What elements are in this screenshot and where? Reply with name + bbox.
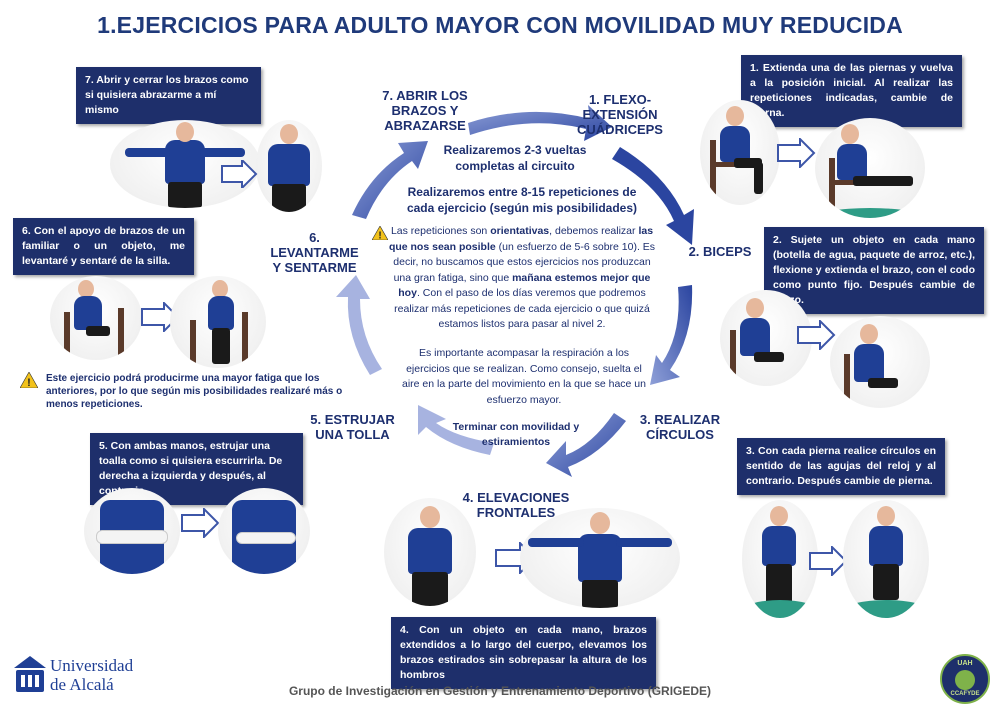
- instruction-box-2: 2. Sujete un objeto en cada mano (botell…: [764, 227, 984, 314]
- university-crest-icon: [12, 656, 48, 696]
- arrow-1-to-2: [612, 147, 694, 245]
- step-2-label: 2. BICEPS: [688, 244, 752, 259]
- orientation-paragraph: Las repeticiones son orientativas, debem…: [388, 225, 656, 330]
- reps-text: Realizaremos entre 8-15 repeticiones de …: [406, 185, 638, 215]
- photo-step-3-circle: [843, 500, 929, 618]
- step-5-label: 5. ESTRUJAR UNA TOLLA: [310, 412, 395, 442]
- page-title: 1.EJERCICIOS PARA ADULTO MAYOR CON MOVIL…: [97, 12, 903, 38]
- arrow-5-to-6: [336, 275, 382, 375]
- arrow-4-to-5: [418, 405, 494, 455]
- step-4-label: 4. ELEVACIONES FRONTALES: [462, 490, 570, 520]
- photo-step-3-start: [742, 500, 818, 618]
- arrow-2-to-3: [650, 285, 693, 385]
- step-1-label: 1. FLEXO- EXTENSIÓN CUÁDRICEPS: [577, 92, 663, 137]
- photo-step-6-stand: [170, 276, 266, 368]
- photo-step-2-up: [830, 316, 930, 408]
- chevron-arrow-icon: [797, 320, 836, 350]
- photo-step-1-extend: [815, 118, 925, 218]
- svg-text:!: !: [378, 231, 381, 241]
- photo-step-1-sitting: [700, 100, 780, 205]
- step-6-label: 6. LEVANTARME Y SENTARME: [270, 230, 359, 275]
- photo-step-7-open: [110, 120, 260, 208]
- warning-icon: !: [19, 371, 39, 393]
- rounds-text: Realizaremos 2-3 vueltas completas al ci…: [443, 143, 587, 173]
- step-7-label: 7. ABRIR LOS BRAZOS Y ABRAZARSE: [382, 88, 468, 133]
- instruction-box-4: 4. Con un objeto en cada mano, brazos ex…: [391, 617, 656, 689]
- photo-step-7-hug: [256, 120, 322, 212]
- arrow-3-to-4: [546, 413, 626, 477]
- instruction-box-1: 1. Extienda una de las piernas y vuelva …: [741, 55, 962, 127]
- photo-step-4-down: [384, 498, 476, 606]
- warning-icon: !: [371, 225, 392, 245]
- arrow-6-to-7: [352, 141, 428, 219]
- footer-credit: Grupo de Investigación en Gestión y Entr…: [288, 684, 712, 698]
- arrow-7-to-1: [468, 105, 612, 141]
- photo-step-4-up: [520, 508, 680, 608]
- photo-step-5-twist: [218, 488, 310, 574]
- circuit-arrows: [336, 105, 694, 477]
- chevron-arrow-icon: [777, 138, 816, 168]
- chevron-arrow-icon: [809, 546, 848, 576]
- ccafyde-badge: UAH CCAFYDE: [940, 654, 990, 704]
- photo-step-5-start: [84, 488, 180, 574]
- university-logo: Universidad de Alcalá: [50, 656, 134, 694]
- instruction-box-6: 6. Con el apoyo de brazos de un familiar…: [13, 218, 194, 275]
- photo-step-2-down: [720, 290, 812, 386]
- breathing-paragraph: Es importante acompasar la respiración a…: [402, 347, 646, 406]
- photo-step-6-sit: [50, 276, 142, 360]
- instruction-box-3: 3. Con cada pierna realice círculos en s…: [737, 438, 945, 495]
- step-6-warning-text: Este ejercicio podrá producirme una mayo…: [46, 373, 343, 410]
- chevron-arrow-icon: [181, 508, 220, 538]
- chevron-arrow-icon: [221, 160, 258, 188]
- svg-text:!: !: [27, 377, 31, 388]
- step-3-label: 3. REALIZAR CÍRCULOS: [639, 412, 721, 442]
- instruction-box-7: 7. Abrir y cerrar los brazos como si qui…: [76, 67, 261, 124]
- finish-text: Terminar con movilidad y estiramientos: [452, 421, 580, 448]
